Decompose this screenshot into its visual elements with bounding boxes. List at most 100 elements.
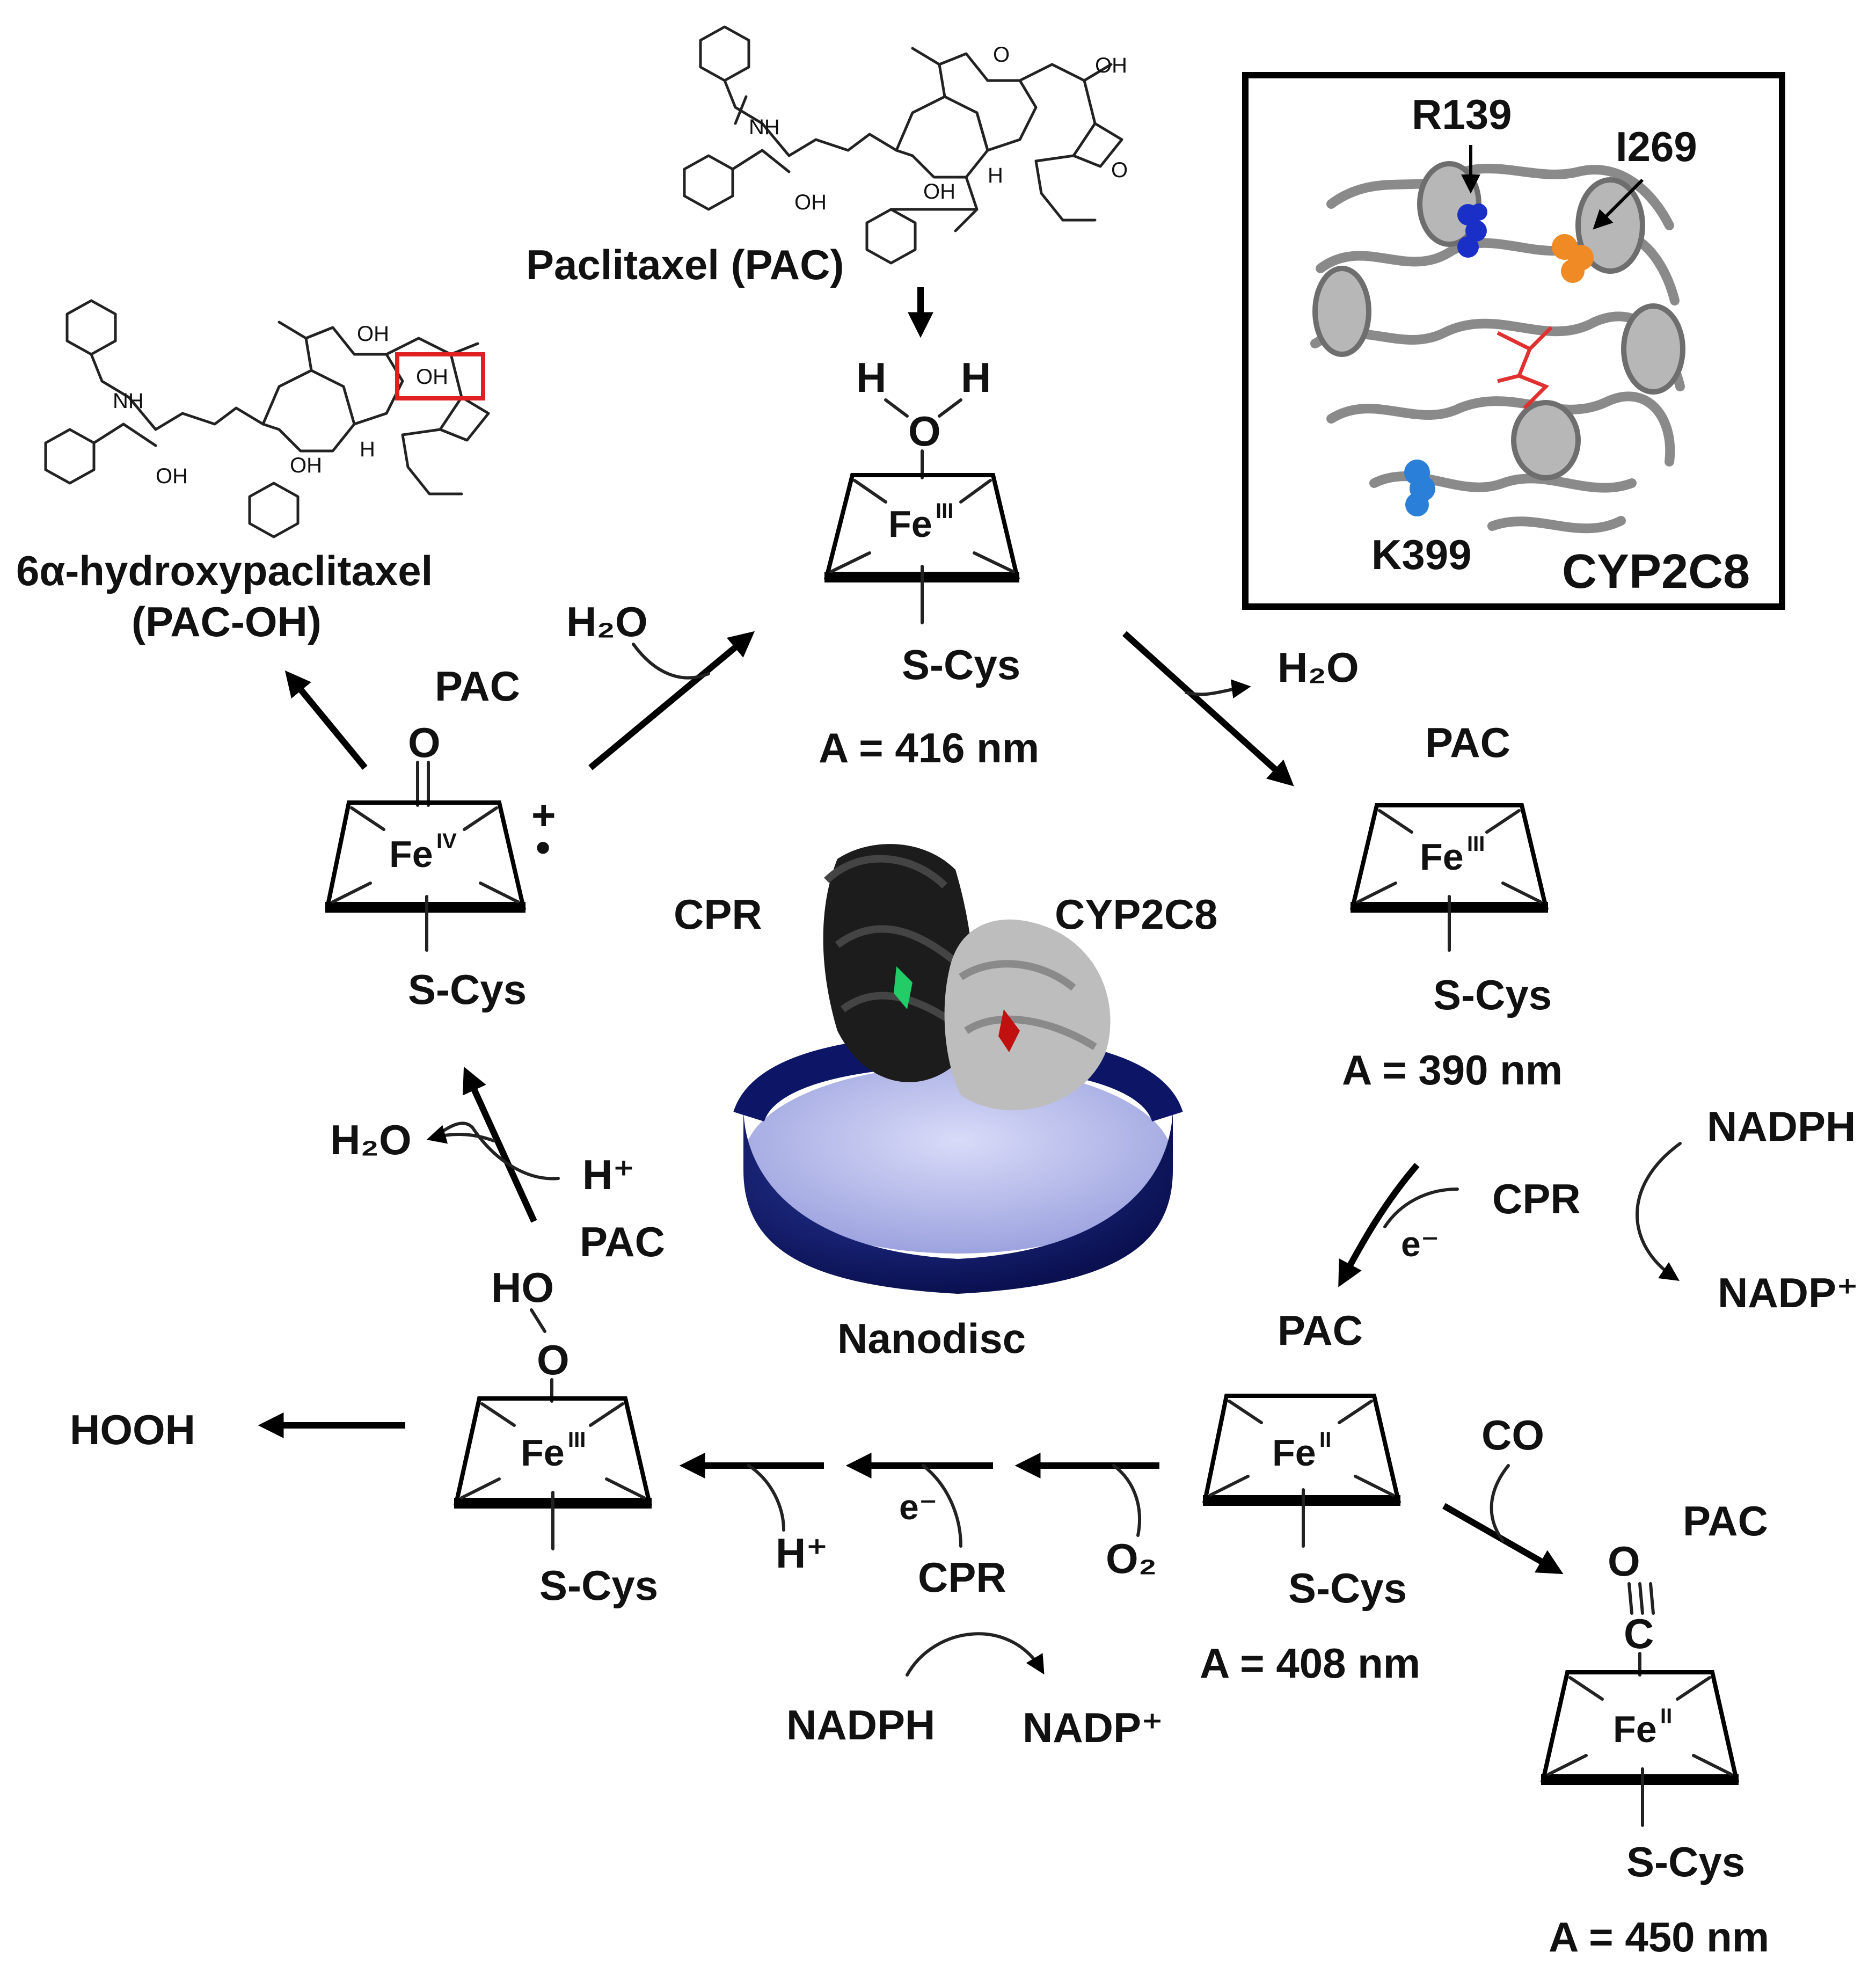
h-atom: H <box>988 164 1003 187</box>
compound-i-fe: Fe <box>389 833 433 875</box>
co-complex-fe: Fe <box>1613 1708 1657 1750</box>
cpr-protein <box>823 844 974 1082</box>
resting-fe: Fe <box>888 503 932 545</box>
msp-belt <box>743 1106 1173 1294</box>
cpr-bottom-label: CPR <box>918 1554 1006 1601</box>
resting-water-o: O <box>908 407 941 455</box>
nadph-right-arrow <box>1636 1142 1682 1281</box>
co-complex-absorbance: A = 450 nm <box>1549 1913 1769 1961</box>
ferrous-label: PAC <box>1278 1307 1363 1354</box>
nadp-right-label: NADP⁺ <box>1718 1269 1858 1316</box>
water-rebinding-arrow <box>588 631 755 770</box>
oh-atom-m1: OH <box>156 464 188 488</box>
center-cpr-label: CPR <box>674 891 762 938</box>
paclitaxel-label: Paclitaxel (PAC) <box>526 241 844 288</box>
co-label: CO <box>1481 1411 1544 1459</box>
substrate-bound-ox: III <box>1467 832 1485 856</box>
substrate-bound-label: PAC <box>1425 719 1510 766</box>
hydroperoxo-ox: III <box>568 1428 586 1452</box>
resting-cys: S-Cys <box>902 641 1020 688</box>
h2o-release-label: H₂O <box>1278 644 1359 691</box>
ferrous-absorbance: A = 408 nm <box>1200 1640 1420 1687</box>
paclitaxel-structure: NH OH OH OH H O O <box>683 25 1128 265</box>
compound-i-oxo: O <box>408 719 441 766</box>
ferrous-state: PAC Fe II S-Cys A = 408 nm <box>1200 1307 1420 1687</box>
r139-spheres <box>1457 203 1487 258</box>
oh-atom-1: OH <box>794 191 827 214</box>
substrate-bound-absorbance: A = 390 nm <box>1342 1046 1563 1094</box>
compound-i-charge: + <box>531 791 556 839</box>
oh-atom-3: OH <box>923 180 955 203</box>
compound-i-state: PAC O Fe IV + • S-Cys <box>325 662 556 1013</box>
resting-h2: H <box>961 354 991 401</box>
resting-absorbance: A = 416 nm <box>819 724 1039 771</box>
h-atom-m: H <box>360 438 375 461</box>
inset-title: CYP2C8 <box>1562 545 1750 599</box>
fmn-marker <box>894 966 913 1009</box>
co-complex-state: PAC O C Fe II S-Cys A = 450 nm <box>1541 1497 1769 1961</box>
hydroperoxo-o: O <box>537 1336 570 1383</box>
h2o-out-label: H₂O <box>330 1116 412 1163</box>
metabolite-structure: NH OH OH OH H OH <box>44 299 490 538</box>
heme-marker <box>998 1009 1020 1052</box>
product-release-arrow <box>284 670 368 770</box>
oh-atom-m2: OH <box>357 322 389 346</box>
co-complex-ox: II <box>1660 1704 1672 1728</box>
co-ligand-o: O <box>1608 1538 1640 1585</box>
compound-i-label: PAC <box>435 662 520 710</box>
i269-spheres <box>1552 234 1594 283</box>
center-cyp-label: CYP2C8 <box>1055 891 1217 938</box>
ferrous-cys: S-Cys <box>1288 1564 1407 1612</box>
hydroxyl-highlight-box <box>395 352 485 400</box>
lipid-bilayer <box>743 1066 1173 1254</box>
e-minus-right-label: e⁻ <box>1401 1224 1440 1264</box>
cpr-right-label: CPR <box>1492 1175 1581 1222</box>
substrate-bound-state: PAC Fe III S-Cys A = 390 nm <box>1342 719 1563 1094</box>
metabolite-label-line2: (PAC-OH) <box>132 598 322 645</box>
co-complex-cys: S-Cys <box>1626 1838 1745 1885</box>
metabolite-label-line1: 6α-hydroxypaclitaxel <box>16 547 433 594</box>
cyp2c8-protein <box>944 919 1111 1111</box>
nadp-bottom-label: NADP⁺ <box>1023 1704 1163 1751</box>
hydroperoxo-state: PAC HO O Fe III S-Cys <box>454 1218 665 1609</box>
co-complex-label: PAC <box>1683 1497 1768 1545</box>
residue-i269-label: I269 <box>1616 123 1697 170</box>
resting-ox: III <box>936 499 953 523</box>
nadph-right-label: NADPH <box>1707 1103 1856 1150</box>
cyp2c8-inset: R139 I269 K399 CYP2C8 <box>1242 72 1785 610</box>
nadph-bottom-arrow <box>906 1632 1045 1677</box>
oh-atom-m3: OH <box>290 454 322 477</box>
substrate-bound-cys: S-Cys <box>1433 971 1552 1018</box>
nanodisc-complex: CPR CYP2C8 Nanodisc <box>674 844 1217 1362</box>
oo-cleavage-arrow <box>463 1066 537 1223</box>
ferrous-ox: II <box>1319 1428 1331 1452</box>
ferrous-fe: Fe <box>1272 1432 1316 1474</box>
o-atom-2: O <box>1111 158 1128 182</box>
h-plus-top-label: H⁺ <box>582 1151 635 1198</box>
nanodisc-label: Nanodisc <box>837 1315 1026 1362</box>
new-oh-atom: OH <box>416 365 448 389</box>
heme-group <box>1497 326 1553 410</box>
hydroperoxo-cys: S-Cys <box>539 1562 658 1609</box>
hooh-label: HOOH <box>70 1406 195 1453</box>
e-minus-bottom-label: e⁻ <box>899 1487 938 1527</box>
first-reduction-arrow <box>1338 1163 1420 1287</box>
o-atom-1: O <box>993 43 1010 67</box>
substrate-bound-fe: Fe <box>1420 836 1464 878</box>
i269-arrow <box>1593 178 1644 230</box>
co-ligand-c: C <box>1624 1610 1654 1657</box>
resting-state: H H O Fe III S-Cys A = 416 nm <box>819 354 1039 771</box>
hydroperoxo-fe: Fe <box>521 1432 565 1474</box>
resting-h1: H <box>856 354 886 401</box>
nadph-bottom-label: NADPH <box>786 1701 935 1749</box>
hydroperoxo-label: PAC <box>580 1218 665 1265</box>
k399-spheres <box>1404 460 1435 516</box>
nh-atom: NH <box>749 115 780 139</box>
compound-i-cys: S-Cys <box>408 966 527 1013</box>
h2o-bind-label: H₂O <box>566 598 648 645</box>
o2-label: O₂ <box>1106 1535 1157 1582</box>
residue-r139-label: R139 <box>1412 91 1512 138</box>
h-plus-bottom-label: H⁺ <box>776 1529 828 1577</box>
